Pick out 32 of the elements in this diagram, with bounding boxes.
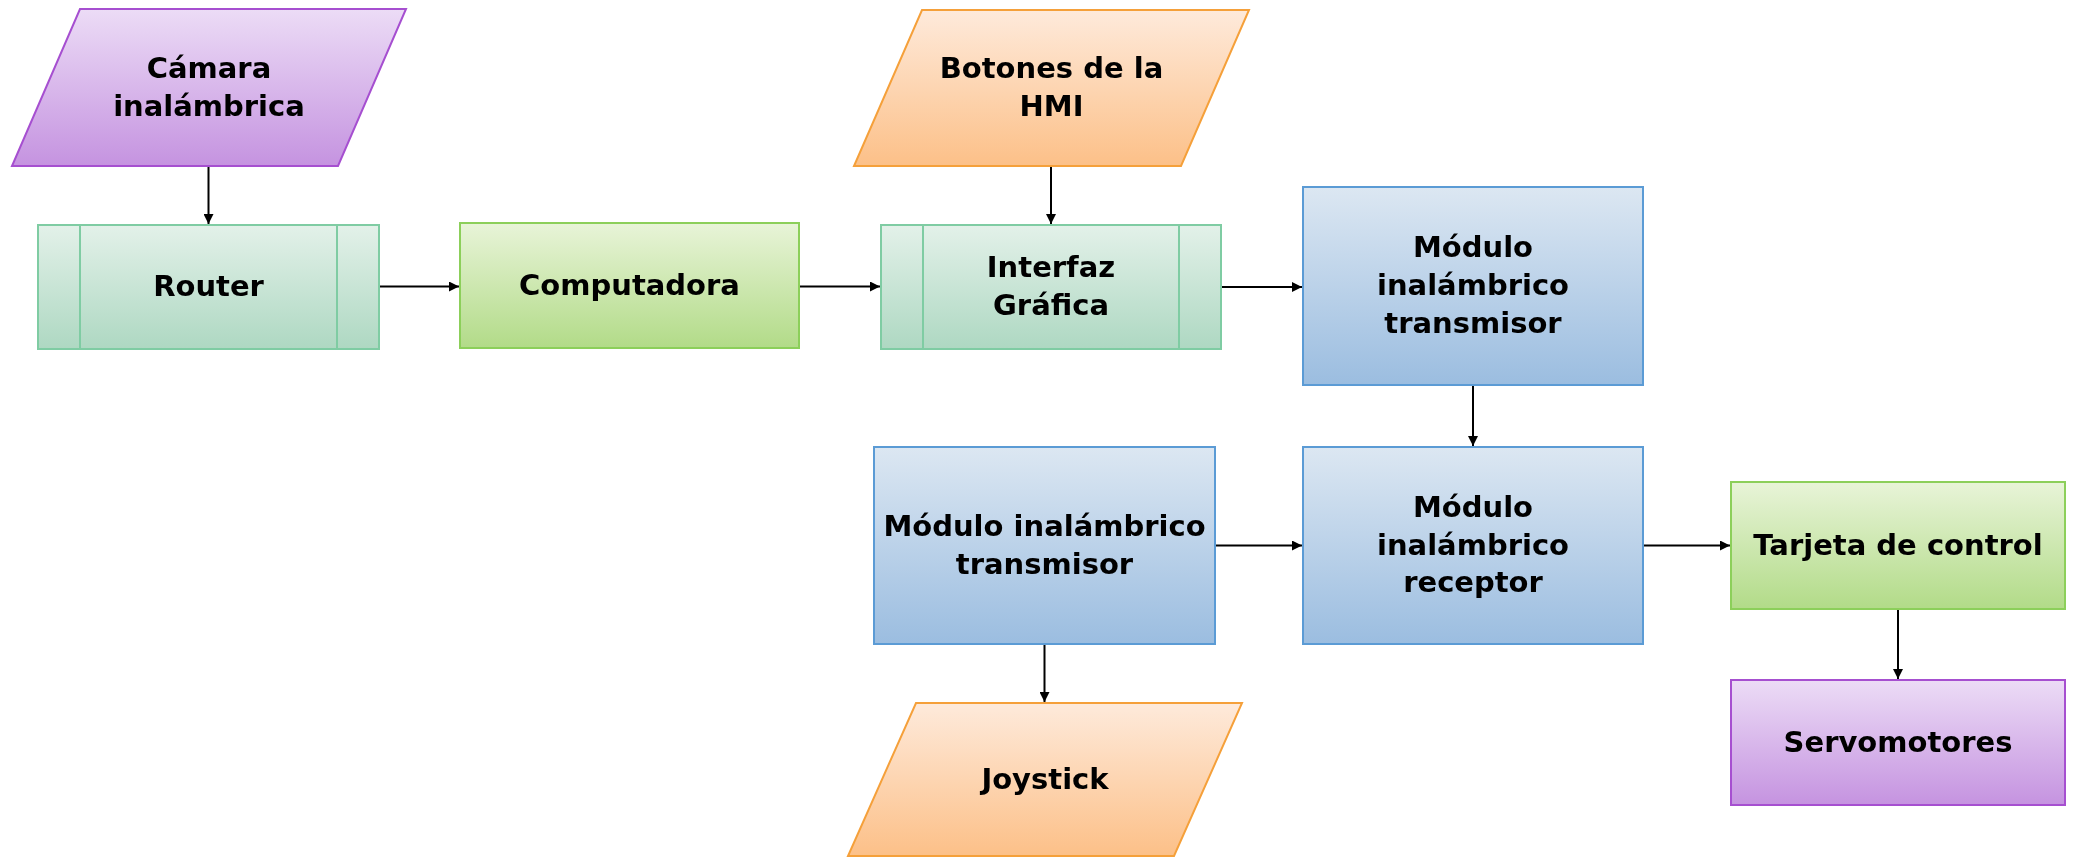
process-box (873, 446, 1216, 645)
node-label: Joystick (979, 760, 1110, 798)
arrow (1221, 282, 1303, 292)
arrow (799, 281, 881, 292)
node-label: Botones de la HMI (938, 50, 1165, 125)
arrow (379, 281, 460, 292)
node-label: Cámara inalámbrica (112, 49, 306, 125)
arrow (1039, 644, 1050, 703)
arrow (1893, 609, 1903, 680)
process-box (1302, 186, 1644, 386)
arrow (1468, 385, 1478, 447)
process-box (459, 222, 800, 349)
node-label: Módulo inalámbrico transmisor (882, 507, 1207, 583)
input-parallelogram (11, 8, 407, 167)
arrow (1046, 166, 1056, 225)
node-label: Módulo inalámbrico transmisor (1376, 229, 1570, 342)
node-label: Interfaz Gráfica (985, 249, 1117, 324)
process-box (1302, 446, 1644, 645)
arrow (203, 166, 214, 225)
arrow (1643, 540, 1731, 551)
node-label: Router (152, 268, 265, 306)
node-label: Computadora (518, 266, 741, 304)
node-label: Tarjeta de control (1752, 526, 2044, 564)
process-box (1730, 481, 2066, 610)
node-label: Módulo inalámbrico receptor (1376, 488, 1570, 602)
input-parallelogram (853, 9, 1250, 167)
predefined-process-box (880, 224, 1222, 350)
input-parallelogram (847, 702, 1243, 857)
arrow (1215, 540, 1303, 551)
predefined-process-box (37, 224, 380, 350)
process-box (1730, 679, 2066, 806)
node-label: Servomotores (1782, 723, 2014, 761)
